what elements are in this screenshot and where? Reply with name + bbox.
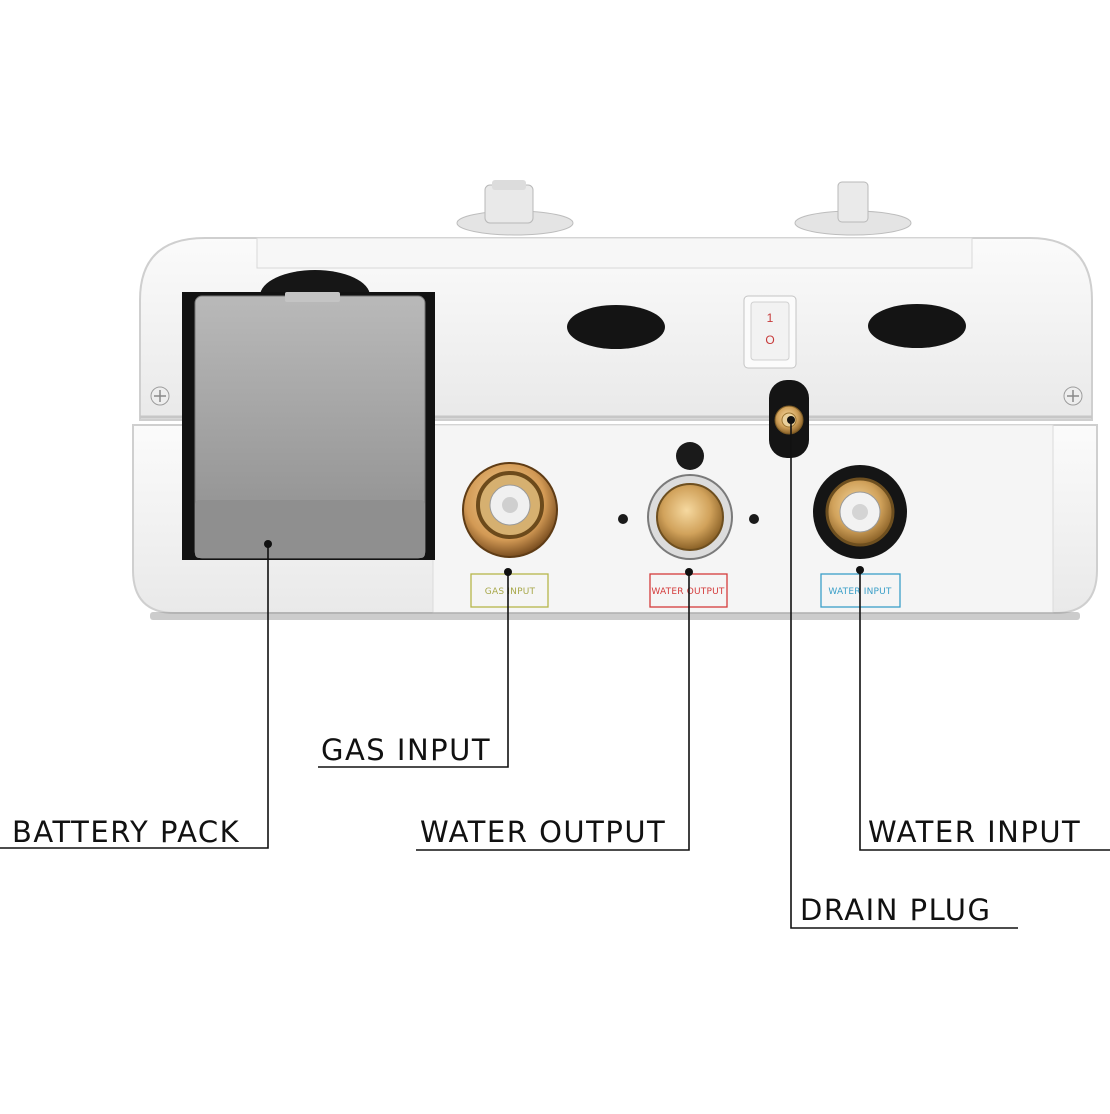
screw-hole-left [618,514,628,524]
vent-oval-left [567,305,665,349]
water-input-fitting [813,465,907,559]
screw-right [1063,386,1083,406]
top-knob-left [456,180,574,236]
switch-on-label: 1 [767,311,774,325]
leader-dot-gas-input [504,568,512,576]
svg-text:WATER OUTPUT: WATER OUTPUT [651,587,725,597]
callout-gas-input: GAS INPUT [321,733,492,767]
top-knob-right [794,181,912,236]
vent-oval-right [868,304,966,348]
power-switch[interactable]: 1 O [743,295,797,369]
leader-drain-plug [790,420,1018,929]
callout-drain-plug: DRAIN PLUG [800,893,992,927]
gas-input-fitting [462,462,558,558]
svg-text:GAS INPUT: GAS INPUT [485,587,536,597]
callout-battery-pack: BATTERY PACK [12,815,241,849]
leader-dot-water-input [856,566,864,574]
switch-off-label: O [765,333,774,347]
leader-dot-battery-pack [264,540,272,548]
leader-dot-drain-plug [787,416,795,424]
leader-dot-water-output [685,568,693,576]
callout-water-input: WATER INPUT [868,815,1082,849]
water-output-fitting [647,474,733,560]
vent-hole [676,442,704,470]
screw-left [150,386,170,406]
leader-battery-pack [0,544,269,849]
leader-gas-input [318,572,509,768]
battery-pack [182,270,435,560]
callout-water-output: WATER OUTPUT [420,815,667,849]
leader-water-output [416,572,690,851]
screw-hole-right [749,514,759,524]
leader-water-input [859,570,1110,851]
